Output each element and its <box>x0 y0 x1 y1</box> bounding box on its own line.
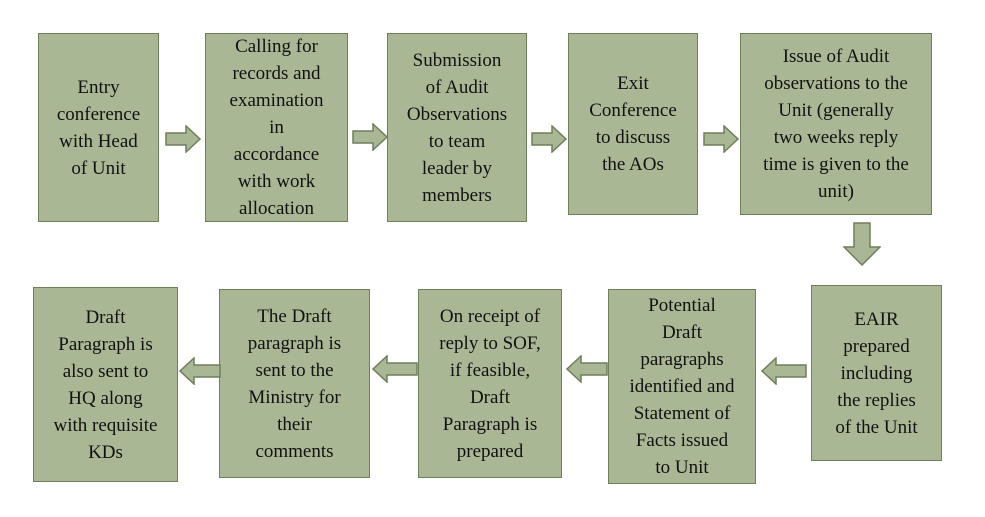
step-calling-records: Calling for records and examination in a… <box>205 33 348 222</box>
arrow-right-3 <box>531 125 567 153</box>
step-exit-conference: Exit Conference to discuss the AOs <box>568 33 698 215</box>
arrow-right-2 <box>352 123 388 151</box>
arrow-right-4 <box>703 125 739 153</box>
step-eair-prepared: EAIR prepared including the replies of t… <box>811 285 942 461</box>
step-sent-to-hq: Draft Paragraph is also sent to HQ along… <box>33 287 178 482</box>
arrow-down <box>843 222 881 266</box>
step-issue-audit-observations: Issue of Audit observations to the Unit … <box>740 33 932 215</box>
arrow-left-2 <box>566 355 608 383</box>
step-receipt-of-reply: On receipt of reply to SOF, if feasible,… <box>418 289 562 478</box>
step-potential-draft-paragraphs: Potential Draft paragraphs identified an… <box>608 289 756 484</box>
step-sent-to-ministry: The Draft paragraph is sent to the Minis… <box>219 289 370 478</box>
arrow-left-1 <box>761 357 807 385</box>
arrow-left-4 <box>179 357 221 385</box>
arrow-right-1 <box>165 125 201 153</box>
step-submission-aos: Submission of Audit Observations to team… <box>387 33 527 222</box>
arrow-left-3 <box>372 355 418 383</box>
step-entry-conference: Entry conference with Head of Unit <box>38 33 159 222</box>
